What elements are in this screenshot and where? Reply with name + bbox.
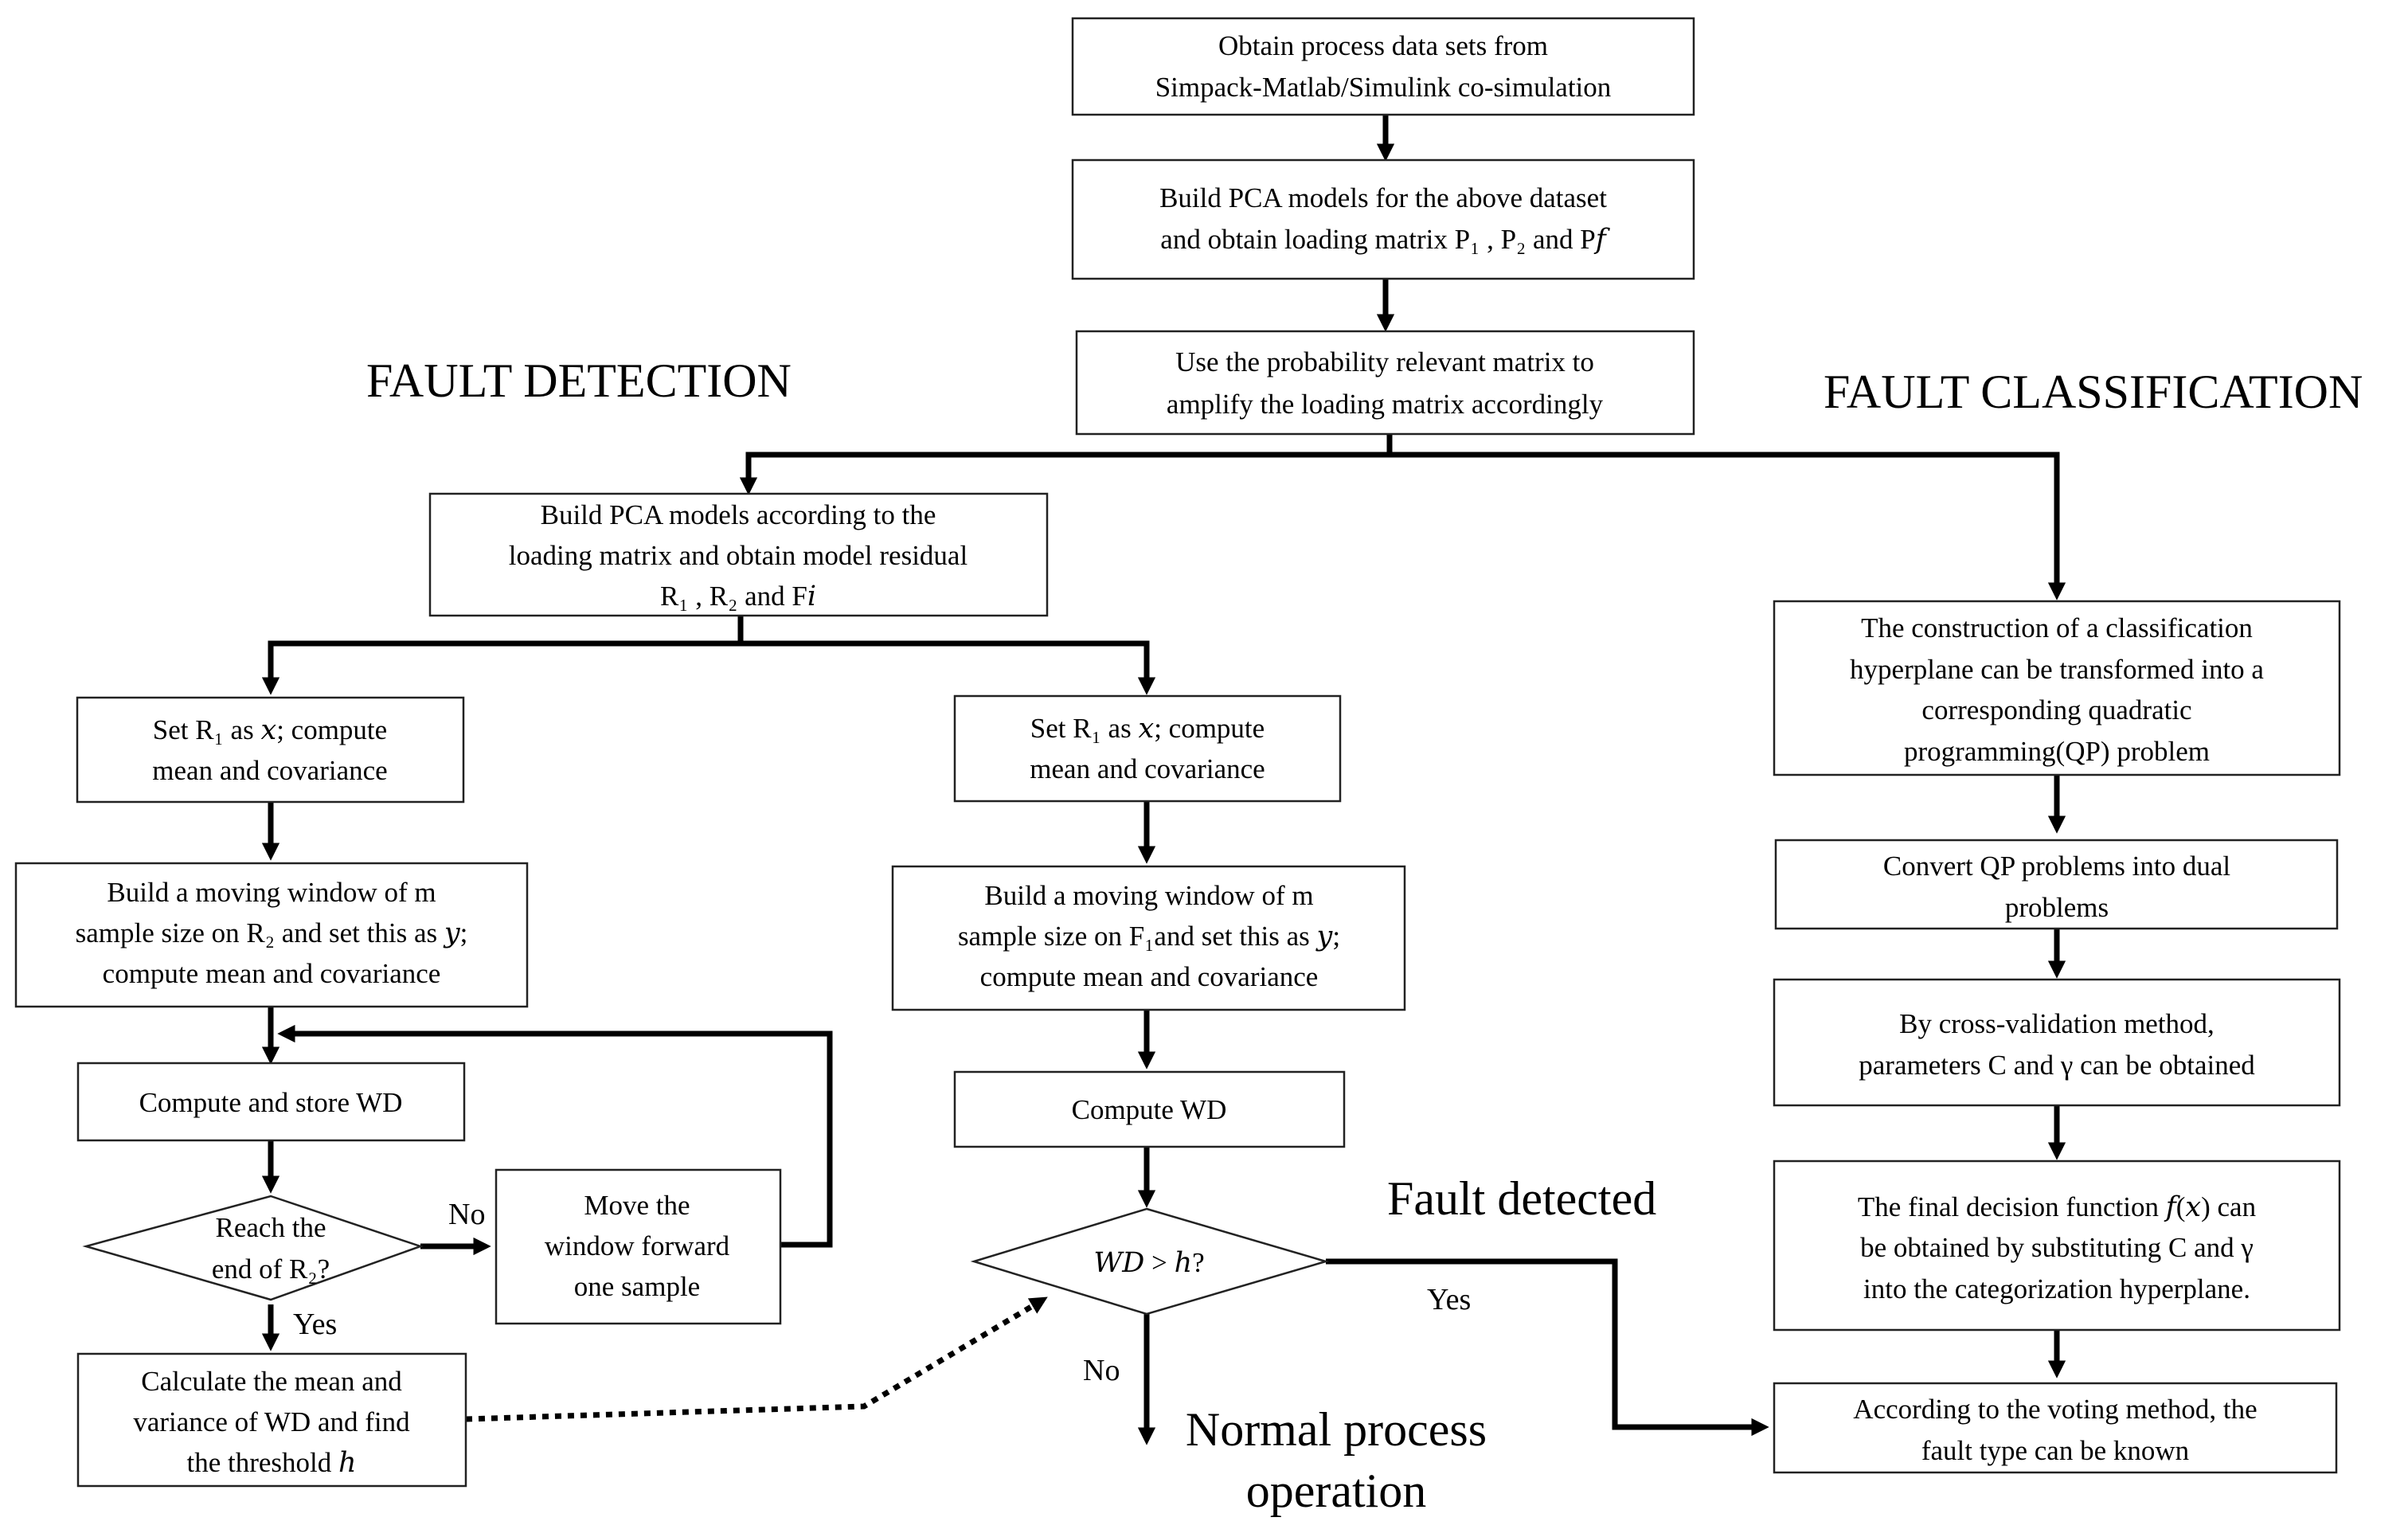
node-calc-threshold-line2: variance of WD and find	[133, 1406, 410, 1437]
node-compute-wd-line1: Compute WD	[1072, 1094, 1227, 1125]
edge-threshold-dotted	[465, 1296, 1048, 1422]
decision-reach-end: Reach the end of R₂?	[82, 1195, 424, 1301]
node-build-pca-line2: and obtain loading matrix P₁ , P₂ and P𝑓	[1160, 224, 1610, 255]
node-move-window: Move the window forward one sample	[494, 1168, 782, 1325]
fault-detection-heading: FAULT DETECTION	[366, 354, 792, 407]
edge-l5-loop	[277, 1024, 833, 1248]
node-left-set-r1-line2: mean and covariance	[152, 755, 387, 786]
node-left-moving-window-line1: Build a moving window of m	[107, 877, 436, 908]
node-decision-function-line1: The final decision function 𝑓(𝑥) can	[1858, 1191, 2256, 1222]
node-build-residual-line2: loading matrix and obtain model residual	[509, 540, 968, 571]
node-obtain-data-line1: Obtain process data sets from	[1218, 30, 1548, 61]
node-cross-validation: By cross-validation method, parameters C…	[1773, 978, 2341, 1107]
decision-wd-threshold-text: 𝑊𝐷 > ℎ?	[1093, 1247, 1204, 1278]
node-build-residual-line3: R₁ , R₂ and F𝑖	[660, 581, 816, 612]
edges	[261, 115, 2066, 1445]
node-move-window-line2: window forward	[545, 1230, 730, 1261]
decision-wd-threshold: 𝑊𝐷 > ℎ?	[970, 1207, 1330, 1316]
node-left-set-r1-line1: Set R₁ as 𝑥; compute	[153, 714, 387, 745]
node-build-residual: Build PCA models according to the loadin…	[428, 492, 1049, 617]
label-no-mid: No	[1083, 1354, 1120, 1387]
node-mid-set-r1: Set R₁ as 𝑥; compute mean and covariance	[953, 694, 1342, 803]
node-move-window-line1: Move the	[584, 1190, 690, 1221]
node-left-moving-window: Build a moving window of m sample size o…	[14, 862, 529, 1008]
fault-classification-heading: FAULT CLASSIFICATION	[1824, 366, 2363, 418]
node-classification-hyperplane-line2: hyperplane can be transformed into a	[1850, 654, 2264, 685]
node-build-residual-line1: Build PCA models according to the	[541, 499, 936, 530]
node-mid-set-r1-line1: Set R₁ as 𝑥; compute	[1030, 713, 1265, 744]
node-amplify-loading-line2: amplify the loading matrix accordingly	[1167, 389, 1604, 420]
label-normal-line2: operation	[1246, 1465, 1427, 1517]
edge-n3-r1	[1390, 452, 2066, 600]
node-decision-function: The final decision function 𝑓(𝑥) can be …	[1773, 1160, 2341, 1332]
label-yes-mid: Yes	[1427, 1283, 1471, 1316]
node-mid-moving-window-line3: compute mean and covariance	[980, 961, 1319, 992]
label-yes-left: Yes	[293, 1308, 337, 1341]
node-classification-hyperplane-line3: corresponding quadratic	[1921, 694, 2191, 725]
node-build-pca: Build PCA models for the above dataset a…	[1071, 158, 1695, 280]
node-move-window-line3: one sample	[574, 1271, 700, 1302]
node-decision-function-line2: be obtained by substituting C and γ	[1860, 1232, 2254, 1263]
edge-n4-m1	[741, 640, 1156, 695]
node-amplify-loading: Use the probability relevant matrix to a…	[1075, 330, 1695, 436]
node-obtain-data-line2: Simpack-Matlab/Simulink co-simulation	[1155, 72, 1612, 103]
node-left-moving-window-line3: compute mean and covariance	[103, 958, 441, 989]
edge-n4-l1	[261, 616, 744, 695]
node-left-moving-window-line2: sample size on R₂ and set this as 𝑦;	[76, 917, 468, 948]
node-compute-wd: Compute WD	[953, 1070, 1346, 1148]
label-normal-line1: Normal process	[1186, 1403, 1487, 1456]
node-mid-moving-window-line2: sample size on F₁and set this as 𝑦;	[958, 921, 1340, 952]
edge-m4-r5	[1326, 1258, 1769, 1437]
node-left-set-r1: Set R₁ as 𝑥; compute mean and covariance	[76, 696, 465, 804]
node-amplify-loading-line1: Use the probability relevant matrix to	[1175, 346, 1594, 377]
node-cross-validation-line2: parameters C and γ can be obtained	[1859, 1050, 2255, 1081]
node-voting-method: According to the voting method, the faul…	[1773, 1382, 2338, 1474]
node-calc-threshold: Calculate the mean and variance of WD an…	[76, 1352, 467, 1488]
node-cross-validation-line1: By cross-validation method,	[1899, 1008, 2214, 1039]
node-mid-moving-window: Build a moving window of m sample size o…	[891, 865, 1406, 1011]
decision-reach-end-line2: end of R₂?	[212, 1253, 330, 1285]
node-convert-qp: Convert QP problems into dual problems	[1774, 839, 2339, 930]
node-calc-threshold-line1: Calculate the mean and	[141, 1366, 402, 1397]
node-classification-hyperplane-line4: programming(QP) problem	[1904, 736, 2210, 767]
node-compute-store-wd-line1: Compute and store WD	[139, 1087, 403, 1118]
label-fault-detected: Fault detected	[1387, 1172, 1656, 1225]
node-voting-method-line1: According to the voting method, the	[1853, 1394, 2257, 1425]
label-no-left: No	[448, 1198, 485, 1231]
node-convert-qp-line1: Convert QP problems into dual	[1883, 851, 2230, 882]
node-voting-method-line2: fault type can be known	[1921, 1435, 2189, 1466]
node-classification-hyperplane: The construction of a classification hyp…	[1773, 600, 2341, 776]
decision-reach-end-line1: Reach the	[216, 1212, 326, 1243]
node-convert-qp-line2: problems	[2005, 892, 2109, 923]
node-classification-hyperplane-line1: The construction of a classification	[1861, 612, 2253, 643]
node-obtain-data: Obtain process data sets from Simpack-Ma…	[1071, 17, 1695, 116]
node-mid-moving-window-line1: Build a moving window of m	[984, 880, 1313, 911]
node-decision-function-line3: into the categorization hyperplane.	[1863, 1273, 2250, 1304]
node-compute-store-wd: Compute and store WD	[76, 1062, 466, 1142]
node-calc-threshold-line3: the threshold ℎ	[186, 1447, 356, 1478]
node-build-pca-line1: Build PCA models for the above dataset	[1159, 182, 1607, 213]
node-mid-set-r1-line2: mean and covariance	[1030, 753, 1265, 784]
edge-n3-n4	[739, 434, 1393, 495]
